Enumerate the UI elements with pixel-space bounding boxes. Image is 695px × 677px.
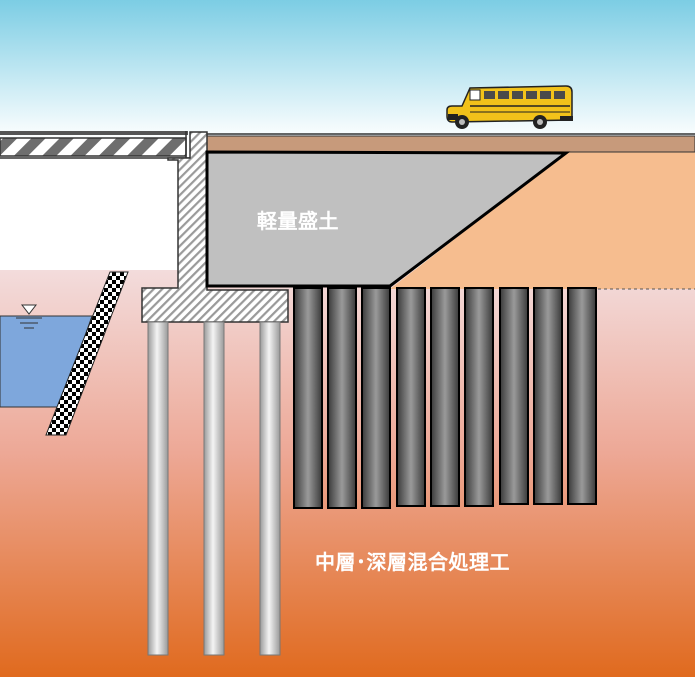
mixing-column	[361, 287, 391, 509]
road-surface	[206, 135, 695, 153]
mixing-column	[533, 287, 563, 505]
pile	[147, 321, 169, 656]
lightweight-embankment	[205, 150, 571, 288]
mixing-column	[567, 287, 597, 505]
mixing-column	[293, 287, 323, 509]
embankment-label: 軽量盛土	[257, 209, 339, 233]
mixing-column	[327, 287, 357, 509]
water-level-icon	[16, 304, 42, 329]
mixing-columns	[293, 287, 597, 509]
school-bus-icon	[446, 85, 573, 129]
mixing-column	[499, 287, 529, 505]
guardrail	[0, 137, 187, 157]
soil-treatment-label: 中層･深層混合処理工	[315, 550, 510, 574]
mixing-column	[396, 287, 426, 507]
slope-revetment	[45, 271, 129, 436]
abutment	[141, 131, 289, 323]
mixing-column	[430, 287, 460, 507]
bridge-deck	[0, 131, 188, 135]
pile	[203, 321, 225, 656]
pile	[259, 321, 281, 656]
fill-soil	[207, 152, 695, 289]
sky	[0, 0, 695, 140]
piles	[147, 321, 281, 656]
mixing-column	[464, 287, 494, 507]
canal-void	[0, 158, 168, 270]
